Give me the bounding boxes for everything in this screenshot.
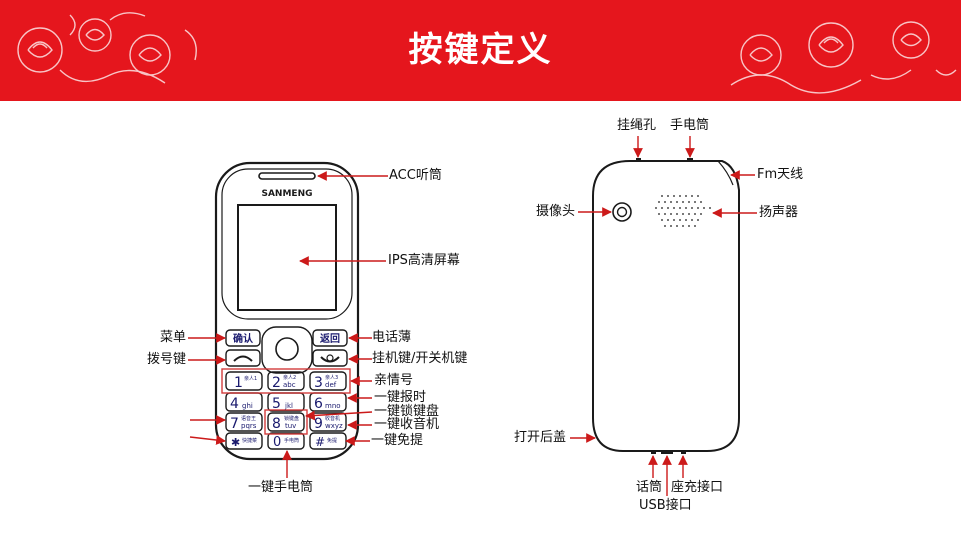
label-menu: 菜单 (159, 330, 186, 345)
key-4-sub: ghi (242, 402, 253, 410)
key-3-top: 亲人3 (325, 374, 338, 381)
label-speaker: 扬声器 (759, 205, 799, 220)
key-0-top: 手电筒 (284, 437, 299, 444)
key-6-digit: 6 (314, 396, 323, 412)
arrow-keylock (305, 410, 373, 421)
label-earpiece: ACC听筒 (389, 168, 442, 183)
label-microphone: 话筒 (635, 480, 662, 495)
key-3-sub: def (325, 381, 337, 389)
label-hangup-power: 挂机键/开关机键 (372, 351, 468, 366)
key-2[interactable] (267, 371, 305, 391)
family-keys-highlight (221, 368, 351, 394)
key-7-digit: 7 (230, 416, 239, 432)
label-radio: 一键收音机 (374, 417, 440, 432)
key-hash-symbol: # (315, 435, 325, 449)
confirm-key-label: 确认 (233, 332, 254, 345)
arrow-shortcut-menu (189, 435, 226, 445)
key-star[interactable] (225, 432, 263, 450)
key-8-sub: tuv (285, 422, 296, 430)
key-7-top: 语音王 (241, 415, 256, 422)
key-5-digit: 5 (272, 396, 281, 412)
nav-pad[interactable] (261, 326, 313, 374)
key-0-digit: 0 (273, 435, 281, 450)
power-icon (326, 354, 334, 362)
back-key[interactable] (312, 329, 348, 347)
key-2-top: 亲人2 (283, 374, 296, 381)
key-5-sub: jkl (284, 402, 293, 410)
fm-antenna-corner (717, 160, 734, 186)
label-keylock: 一键锁键盘 (374, 404, 440, 419)
dial-handset-icon (233, 355, 253, 362)
key-1[interactable] (225, 371, 263, 391)
label-screen: IPS高清屏幕 (388, 253, 460, 268)
label-camera: 摄像头 (535, 204, 575, 219)
key-star-symbol: ✱ (231, 436, 240, 449)
key-9[interactable] (309, 412, 347, 432)
key-7[interactable] (225, 412, 263, 432)
label-handsfree: 一键免提 (371, 433, 424, 448)
key-2-digit: 2 (272, 375, 281, 391)
label-dock: 座充接口 (671, 480, 724, 495)
label-flashlight: 一键手电筒 (248, 480, 314, 495)
label-usb: USB接口 (639, 498, 692, 513)
key-9-digit: 9 (314, 416, 323, 432)
key-4-digit: 4 (230, 396, 239, 412)
nav-center-button[interactable] (275, 337, 299, 361)
label-phonebook: 电话薄 (372, 330, 412, 345)
hangup-key[interactable] (312, 349, 348, 367)
label-fm-antenna: Fm天线 (757, 167, 804, 182)
key-3[interactable] (309, 371, 347, 391)
back-phone-body (592, 160, 740, 452)
key-9-sub: wxyz (325, 422, 343, 430)
label-dial: 拨号键 (146, 352, 186, 367)
page-title: 按键定义 (408, 30, 553, 70)
key-8-digit: 8 (272, 416, 281, 432)
key-9-top: 收音机 (325, 415, 340, 422)
key-6-sub: mno (325, 402, 341, 410)
speaker-grille (655, 195, 711, 227)
earpiece-slot (258, 172, 316, 180)
rose-decoration-right-icon (730, 21, 957, 94)
key-8[interactable] (267, 412, 305, 432)
rose-decoration-left-icon (17, 12, 197, 84)
key-2-sub: abc (283, 381, 296, 389)
key-3-digit: 3 (314, 375, 323, 391)
key-star-top: 快捷菜 (242, 437, 257, 444)
confirm-key[interactable] (225, 329, 261, 347)
key-7-sub: pqrs (241, 422, 257, 430)
key-0[interactable] (267, 432, 305, 450)
key-1-digit: 1 (234, 375, 243, 391)
key-1-sub: 亲人1 (244, 375, 257, 382)
label-open-cover: 打开后盖 (513, 430, 566, 445)
dial-key[interactable] (225, 349, 261, 367)
back-key-label: 返回 (320, 332, 340, 345)
label-family: 亲情号 (374, 373, 414, 388)
key-8-top: 锁键盘 (284, 415, 299, 422)
brand-logo: SANMENG (261, 189, 312, 199)
label-lanyard: 挂绳孔 (617, 118, 657, 133)
camera-icon (612, 202, 632, 222)
keylock-key-highlight (264, 409, 308, 435)
title-banner: 按键定义 (0, 0, 961, 101)
label-time-report: 一键报时 (374, 390, 427, 405)
label-back-flashlight: 手电筒 (670, 118, 710, 133)
key-hash-top: 免提 (327, 437, 337, 444)
